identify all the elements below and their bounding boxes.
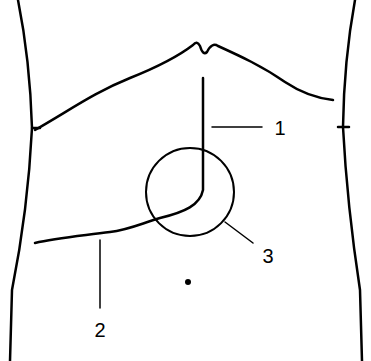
- navel-dot: [185, 279, 191, 285]
- incision-line: [35, 78, 203, 243]
- detail-circle: [146, 148, 234, 236]
- rib-margin: [35, 43, 333, 130]
- leader-line: [99, 240, 101, 308]
- leader-line: [225, 222, 253, 243]
- left-body-outline: [10, 0, 32, 361]
- leader-line: [212, 126, 262, 128]
- right-waist-tick: [338, 126, 349, 129]
- callout-number: 2: [94, 320, 105, 340]
- callout-number: 1: [274, 118, 285, 138]
- right-body-outline: [343, 0, 362, 361]
- callout-number: 3: [262, 246, 273, 266]
